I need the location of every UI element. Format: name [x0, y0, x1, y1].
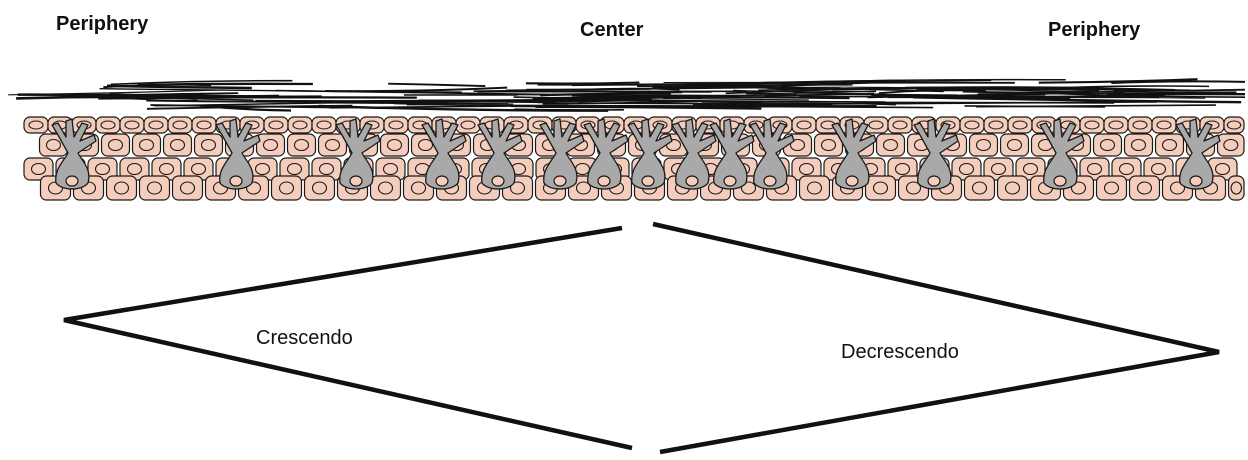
keratin-fibre — [138, 84, 313, 85]
keratinocyte-cell-icon — [96, 117, 120, 133]
keratinocyte-cell-icon — [1128, 117, 1152, 133]
keratinocyte-cell-icon — [312, 117, 336, 133]
keratinocyte-cell-icon — [1104, 117, 1128, 133]
keratinocyte-cell-icon — [120, 117, 144, 133]
keratinocyte-cell-icon — [24, 117, 48, 133]
keratinocyte-cell-icon — [965, 176, 995, 200]
decrescendo-wedge — [653, 224, 1219, 452]
keratinocyte-cell-icon — [866, 176, 896, 200]
keratin-fibre — [965, 95, 1045, 96]
keratinocyte-cell-icon — [792, 117, 816, 133]
keratinocyte-cell-icon — [102, 134, 130, 156]
keratin-fibre — [321, 103, 514, 104]
keratinocyte-cell-icon — [272, 176, 302, 200]
keratin-fibre — [799, 96, 1053, 97]
keratin-fibre — [349, 92, 461, 93]
keratin-fibre — [786, 87, 920, 88]
keratinocyte-cell-icon — [140, 176, 170, 200]
keratinocyte-cell-icon — [1080, 117, 1104, 133]
keratin-fibre — [526, 83, 640, 84]
keratinocyte-cell-icon — [264, 117, 288, 133]
keratinocyte-cell-icon — [1125, 134, 1153, 156]
keratinocyte-cell-icon — [1001, 134, 1029, 156]
stratum-corneum-layer — [8, 79, 1245, 111]
keratinocyte-cell-icon — [319, 134, 347, 156]
keratinocyte-cell-icon — [371, 176, 401, 200]
keratinocyte-cell-icon — [970, 134, 998, 156]
keratin-fibre — [107, 86, 252, 88]
keratin-fibre — [793, 91, 876, 92]
keratinocyte-cell-icon — [305, 176, 335, 200]
keratinocyte-cell-icon — [1094, 134, 1122, 156]
center-label: Center — [580, 19, 643, 42]
keratinocyte-cell-icon — [456, 117, 480, 133]
keratinocyte-cell-icon — [107, 176, 137, 200]
keratinocyte-cell-icon — [195, 134, 223, 156]
keratinocyte-cell-icon — [192, 117, 216, 133]
keratinocyte-cell-icon — [877, 134, 905, 156]
keratinocyte-cell-icon — [1130, 176, 1160, 200]
keratinocyte-cell-icon — [381, 134, 409, 156]
keratinocyte-cell-icon — [288, 117, 312, 133]
keratinocyte-cell-icon — [133, 134, 161, 156]
keratinocyte-cell-icon — [144, 117, 168, 133]
keratin-fibre — [1111, 81, 1245, 83]
keratin-fibre — [530, 91, 712, 92]
keratinocyte-cell-icon — [173, 176, 203, 200]
keratinocyte-cell-icon — [984, 117, 1008, 133]
keratinocyte-cell-icon — [1156, 134, 1184, 156]
keratinocyte-cell-icon — [800, 176, 830, 200]
keratin-fibre — [663, 98, 809, 100]
keratinocyte-cell-icon — [1218, 134, 1245, 156]
keratinocyte-cell-icon — [164, 134, 192, 156]
decrescendo-wedge-outline — [653, 224, 1219, 452]
keratinocyte-cell-icon — [168, 117, 192, 133]
keratin-fibre — [405, 102, 555, 103]
keratinocyte-cell-icon — [998, 176, 1028, 200]
keratinocyte-cell-icon — [1229, 176, 1245, 200]
keratinocyte-cell-icon — [888, 117, 912, 133]
keratinocyte-cell-icon — [1008, 117, 1032, 133]
keratinocyte-cell-icon — [288, 134, 316, 156]
right-periphery-label: Periphery — [1048, 19, 1140, 42]
keratin-fibre — [965, 106, 1106, 107]
keratinocyte-cell-icon — [1224, 117, 1244, 133]
keratinocyte-cell-icon — [257, 134, 285, 156]
keratinocyte-cell-icon — [960, 117, 984, 133]
keratinocyte-cell-icon — [1152, 117, 1176, 133]
keratinocyte-cell-icon — [815, 134, 843, 156]
keratinocyte-cell-icon — [1097, 176, 1127, 200]
crescendo-label: Crescendo — [256, 327, 353, 350]
keratin-fibre — [388, 84, 485, 86]
decrescendo-label: Decrescendo — [841, 341, 959, 364]
keratinocyte-cell-icon — [384, 117, 408, 133]
left-periphery-label: Periphery — [56, 13, 148, 36]
keratin-fibre — [514, 109, 624, 110]
keratin-fibre — [885, 102, 1114, 103]
